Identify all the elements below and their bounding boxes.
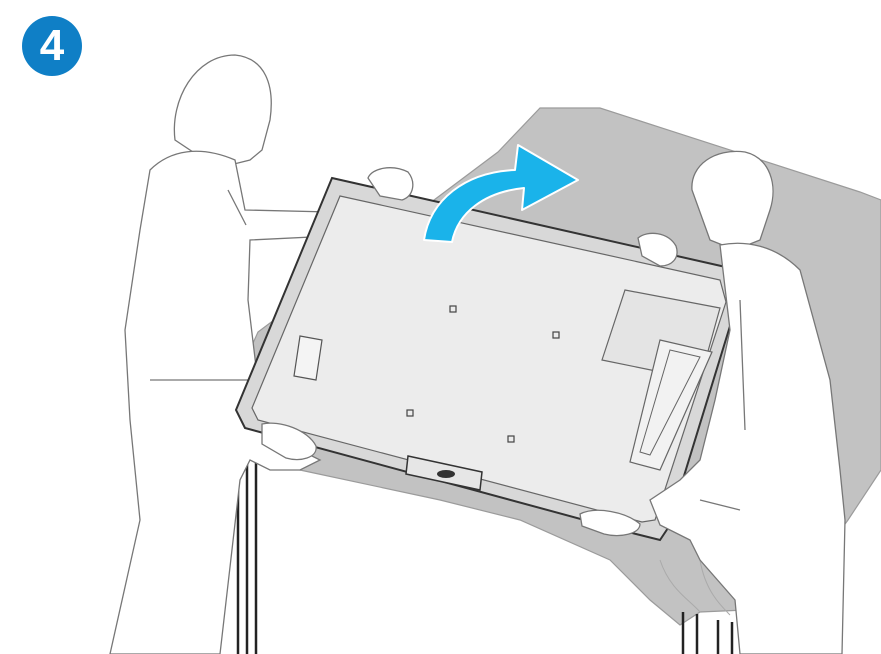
illustration [0,0,881,654]
